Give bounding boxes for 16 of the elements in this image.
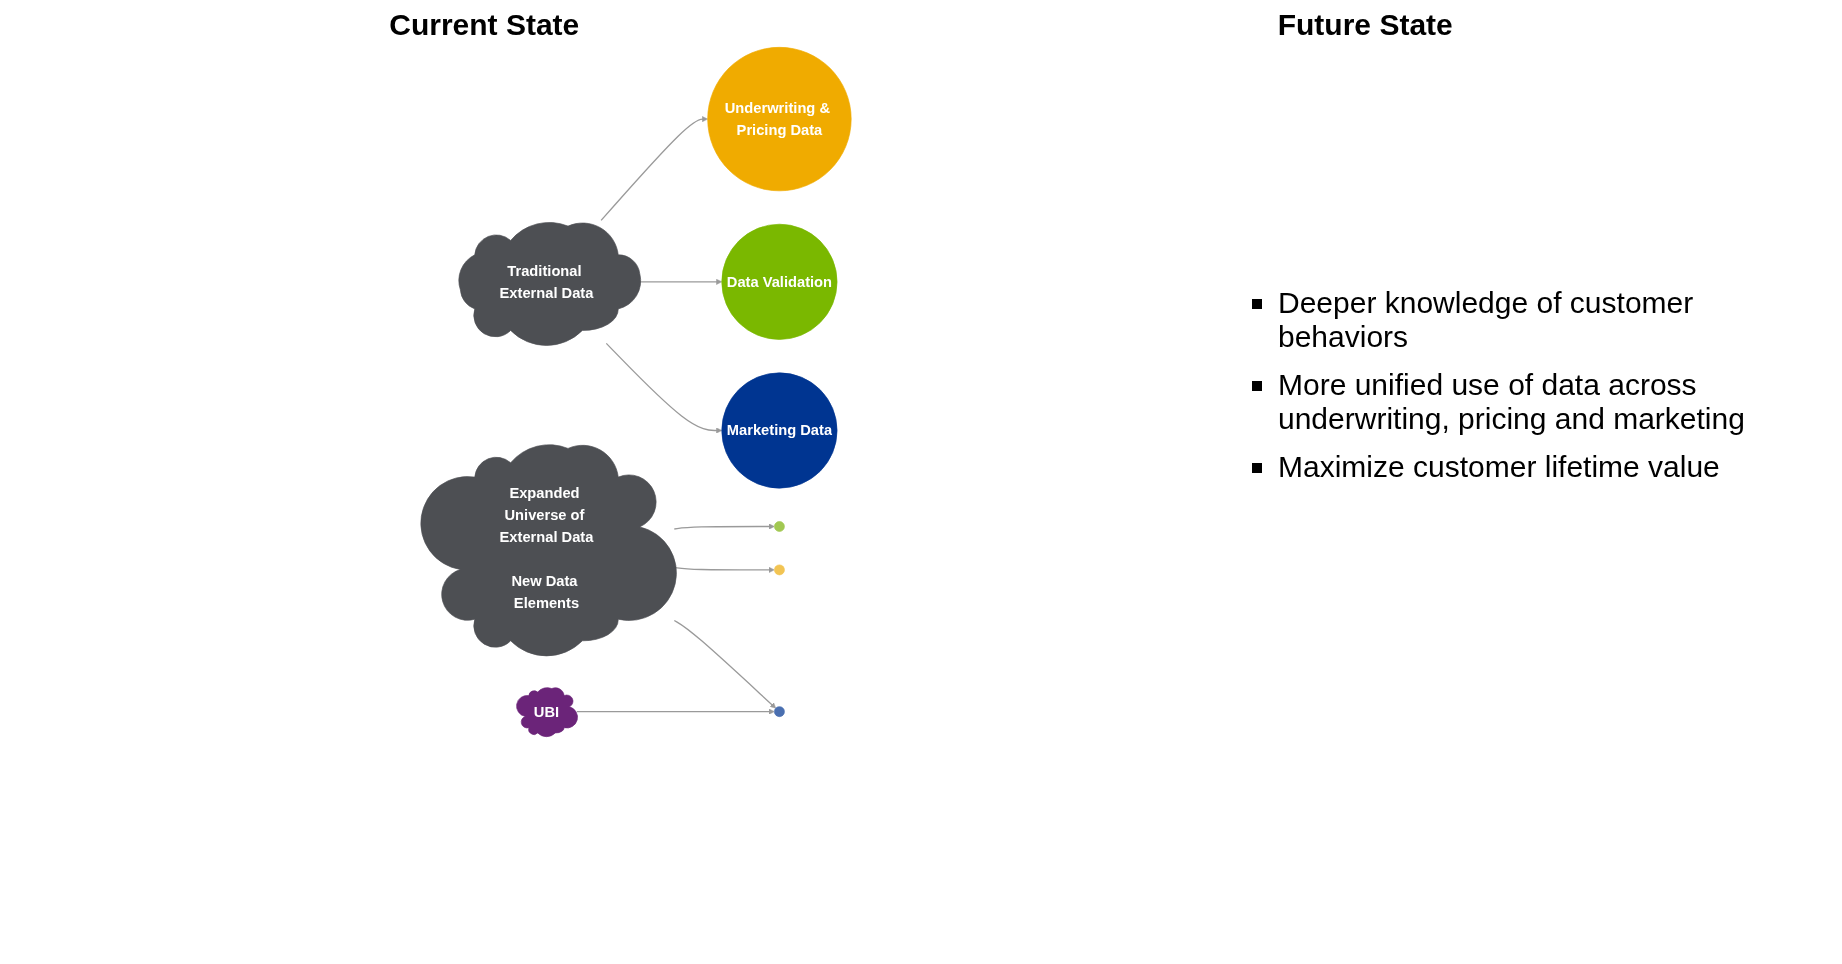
bullet-point: Deeper knowledge of customer behaviors: [1278, 286, 1695, 354]
node-circle: [774, 521, 785, 532]
section-heading: Current State: [389, 8, 580, 42]
bullet-point: Maximize customer lifetime value: [1278, 450, 1720, 484]
bullet-point: More unified use of data across underwriting, pricing and marketing: [1278, 368, 1746, 436]
node-circle: Data Validation: [721, 223, 838, 340]
node-circle: Marketing Data: [721, 372, 838, 489]
arrow: [605, 342, 723, 434]
arrow: [673, 523, 775, 530]
arrow: [673, 619, 776, 709]
arrow: [576, 708, 775, 715]
node-circle: Underwriting & Pricing Data: [707, 47, 852, 192]
node-circle: [774, 564, 785, 576]
section-heading: Future State: [1277, 8, 1453, 42]
node-circle: [774, 706, 785, 717]
arrow: [600, 116, 708, 221]
